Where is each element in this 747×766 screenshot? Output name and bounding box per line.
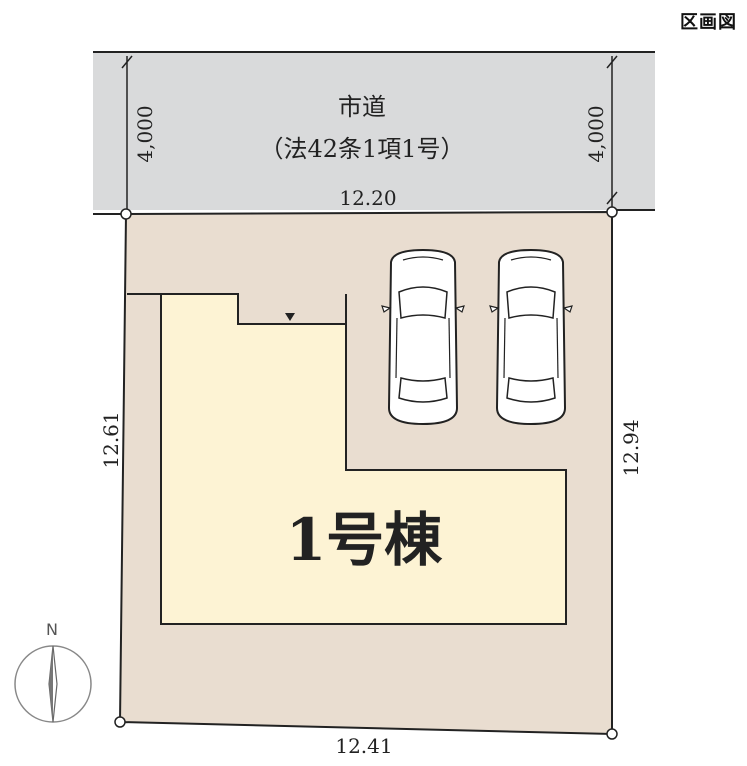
- parking-car-2: [489, 248, 573, 426]
- car-mirror-left: [381, 305, 392, 313]
- car-rear-window: [398, 377, 448, 403]
- dimension-bottom: 12.41: [335, 734, 392, 758]
- car-mirror-right: [562, 305, 573, 313]
- boundary-marker-se: [606, 728, 618, 740]
- road-legal-class: （法42条1項1号）: [259, 135, 464, 163]
- parking-car-1: [381, 248, 465, 426]
- dimension-left: 12.61: [99, 411, 123, 468]
- entrance-marker: [285, 313, 295, 321]
- road-width-left-label: 4,000: [133, 105, 157, 162]
- boundary-marker-sw: [114, 716, 126, 728]
- building-footprint: [160, 293, 567, 625]
- road-width-right-label: 4,000: [584, 105, 608, 162]
- car-mirror-left: [489, 305, 500, 313]
- boundary-marker-nw: [120, 208, 132, 220]
- road-area: [93, 52, 655, 210]
- road-width-tick-left-top: [121, 55, 133, 69]
- building-label: 1号棟: [286, 506, 443, 574]
- road-name: 市道: [338, 93, 386, 121]
- road-width-tick-right-top: [606, 55, 618, 69]
- car-windshield: [398, 286, 448, 319]
- boundary-marker-ne: [606, 206, 618, 218]
- north-compass: N: [14, 620, 92, 723]
- road-width-tick-right-bottom: [606, 191, 618, 205]
- car-rear-window: [506, 377, 556, 403]
- car-mirror-right: [454, 305, 465, 313]
- dimension-top: 12.20: [339, 186, 396, 210]
- car-windshield: [506, 286, 556, 319]
- diagram-title: 区画図: [680, 12, 737, 33]
- compass-north-label: N: [46, 620, 58, 639]
- dimension-right: 12.94: [619, 419, 643, 476]
